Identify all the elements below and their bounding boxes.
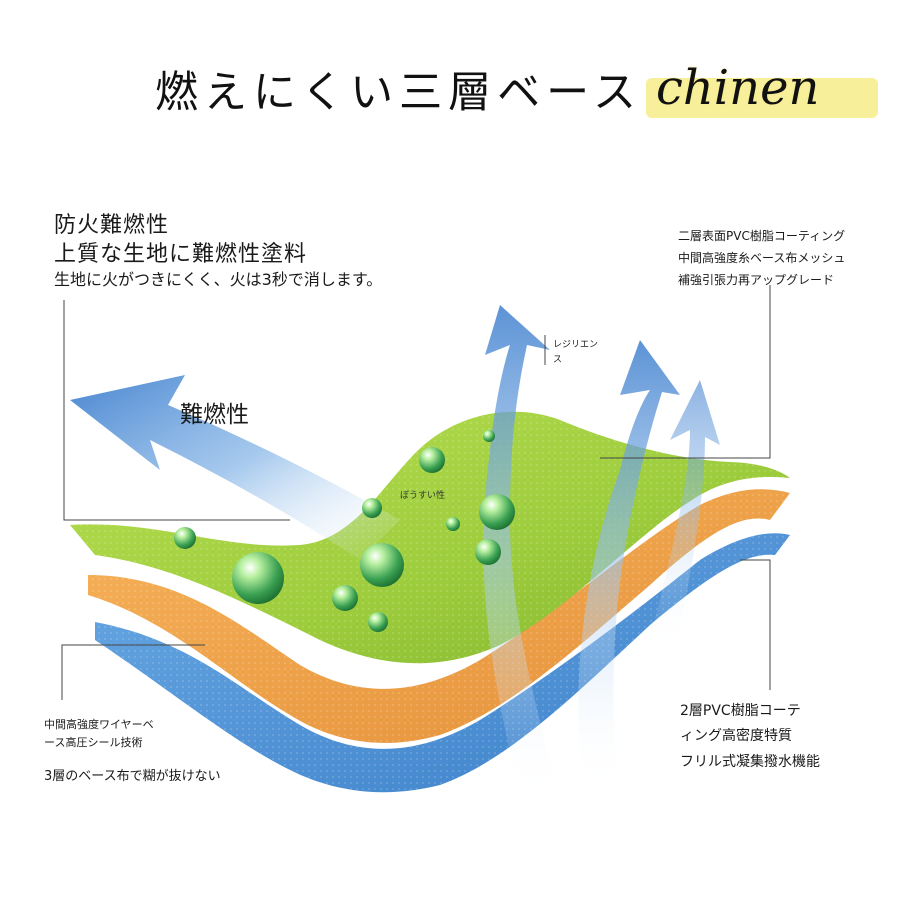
resilience-label: レジリエンス [553,340,599,365]
blue-fabric-layer [95,533,790,793]
bottom-right-line-2: ィング高密度特質 [680,728,792,744]
leader-bottom-right [740,559,771,690]
far-right-arrow [650,380,720,650]
left-arrow [70,375,400,560]
bottom-left-line-2: ース高圧シール技術 [44,736,143,749]
leader-lines [61,285,771,700]
middle-arrow [483,305,560,800]
page-title: 燃えにくい三層ベース [155,68,642,118]
top-right-line-2: 中間高強度糸ベース布メッシュ [678,251,846,265]
flow-arrows [70,305,720,800]
waterproof-label: ぼうすい性 [400,491,446,501]
fire-resistance-description: 生地に火がつきにくく、火は3秒で消します。 [54,270,383,289]
top-right-line-3: 補強引張力再アップグレード [678,273,835,287]
brand-highlight [646,78,878,118]
flame-retardant-label: 難燃性 [180,402,249,428]
top-right-line-1: 二層表面PVC樹脂コーティング [678,229,846,243]
bottom-left-line-1: 中間高強度ワイヤーベ [44,718,154,731]
fire-resistance-subheading: 上質な生地に難燃性塗料 [54,242,308,267]
bottom-right-line-1: 2層PVC樹脂コーテ [680,703,801,719]
brand-logo-text: chinen [656,60,820,116]
leader-top-left [63,300,290,521]
orange-fabric-layer [88,489,790,743]
right-arrow [578,340,680,790]
leader-bottom-left [61,644,205,700]
water-droplets [174,430,515,632]
bottom-left-line-3: 3層のベース布で糊が抜けない [44,769,221,784]
bottom-right-line-3: フリル式凝集撥水機能 [680,754,820,770]
fire-resistance-heading: 防火難燃性 [54,213,170,238]
leader-top-right [600,285,771,459]
